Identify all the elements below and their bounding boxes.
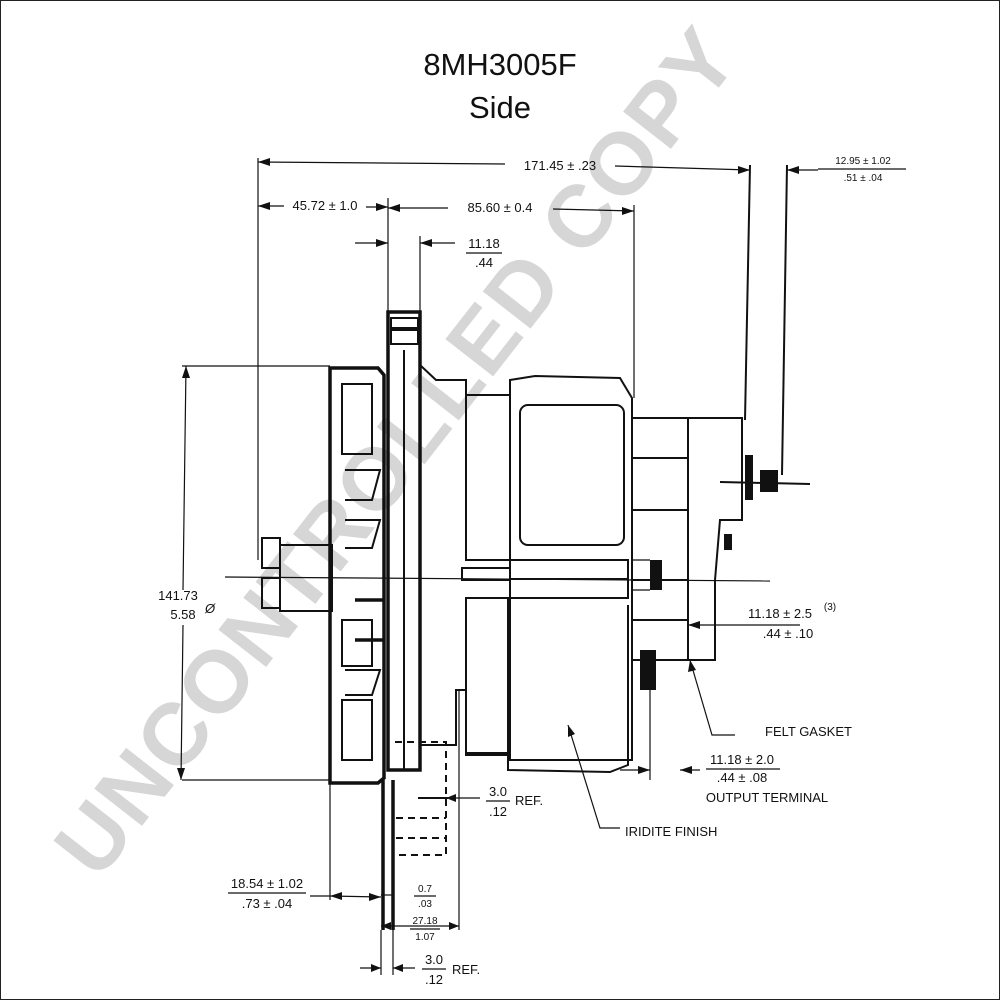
diameter-symbol: Ø <box>204 601 216 616</box>
dim-belt-top: 18.54 ± 1.02 <box>231 876 303 891</box>
front-housing <box>419 364 633 774</box>
label-iridite-finish: IRIDITE FINISH <box>625 824 717 839</box>
alternator-body <box>224 310 811 930</box>
dim-overall-length: 171.45 ± .23 <box>524 158 596 173</box>
dim-output-top: 11.18 ± 2.0 <box>710 752 774 767</box>
dim-groove-top: 0.7 <box>418 884 432 895</box>
dim-diameter-bottom: 5.58 <box>170 607 195 622</box>
dim-terminal-note: (3) <box>824 602 836 613</box>
dim-terminal-bottom: .44 ± .10 <box>763 626 814 641</box>
dim-body-length: 85.60 ± 0.4 <box>468 200 533 215</box>
dim-ref1-label: REF. <box>515 793 543 808</box>
dim-stud-top: 12.95 ± 1.02 <box>835 156 891 167</box>
dim-terminal-top: 11.18 ± 2.5 <box>748 606 812 621</box>
dim-fan-width-top: 11.18 <box>468 236 500 251</box>
watermark: UNCONTROLLED COPY <box>35 9 757 894</box>
dim-hub-bottom: 1.07 <box>415 932 435 943</box>
dim-ref1-bottom: .12 <box>489 804 507 819</box>
output-stud <box>719 455 811 550</box>
dim-ref2-bottom: .12 <box>425 972 443 987</box>
dim-output-bottom: .44 ± .08 <box>717 770 768 785</box>
dim-ref2-label: REF. <box>452 962 480 977</box>
dim-stud-bottom: .51 ± .04 <box>844 173 883 184</box>
rear-housing <box>631 417 743 690</box>
dim-ref2-top: 3.0 <box>425 952 443 967</box>
view-title: Side <box>469 90 531 125</box>
dimension-labels: 171.45 ± .23 45.72 ± 1.0 85.60 ± 0.4 11.… <box>158 156 906 987</box>
pulley-hub <box>381 741 448 930</box>
dim-groove-bottom: .03 <box>418 899 432 910</box>
dim-belt-bottom: .73 ± .04 <box>242 896 293 911</box>
dim-diameter-top: 141.73 <box>158 588 198 603</box>
model-title: 8MH3005F <box>423 47 576 82</box>
dim-pulley-offset: 45.72 ± 1.0 <box>293 198 358 213</box>
dim-fan-width-bottom: .44 <box>475 255 493 270</box>
dim-ref1-top: 3.0 <box>489 784 507 799</box>
dimension-lines <box>177 158 818 975</box>
label-felt-gasket: FELT GASKET <box>765 724 852 739</box>
fan <box>386 310 422 772</box>
label-output-terminal: OUTPUT TERMINAL <box>706 790 828 805</box>
dim-hub-top: 27.18 <box>412 916 437 927</box>
